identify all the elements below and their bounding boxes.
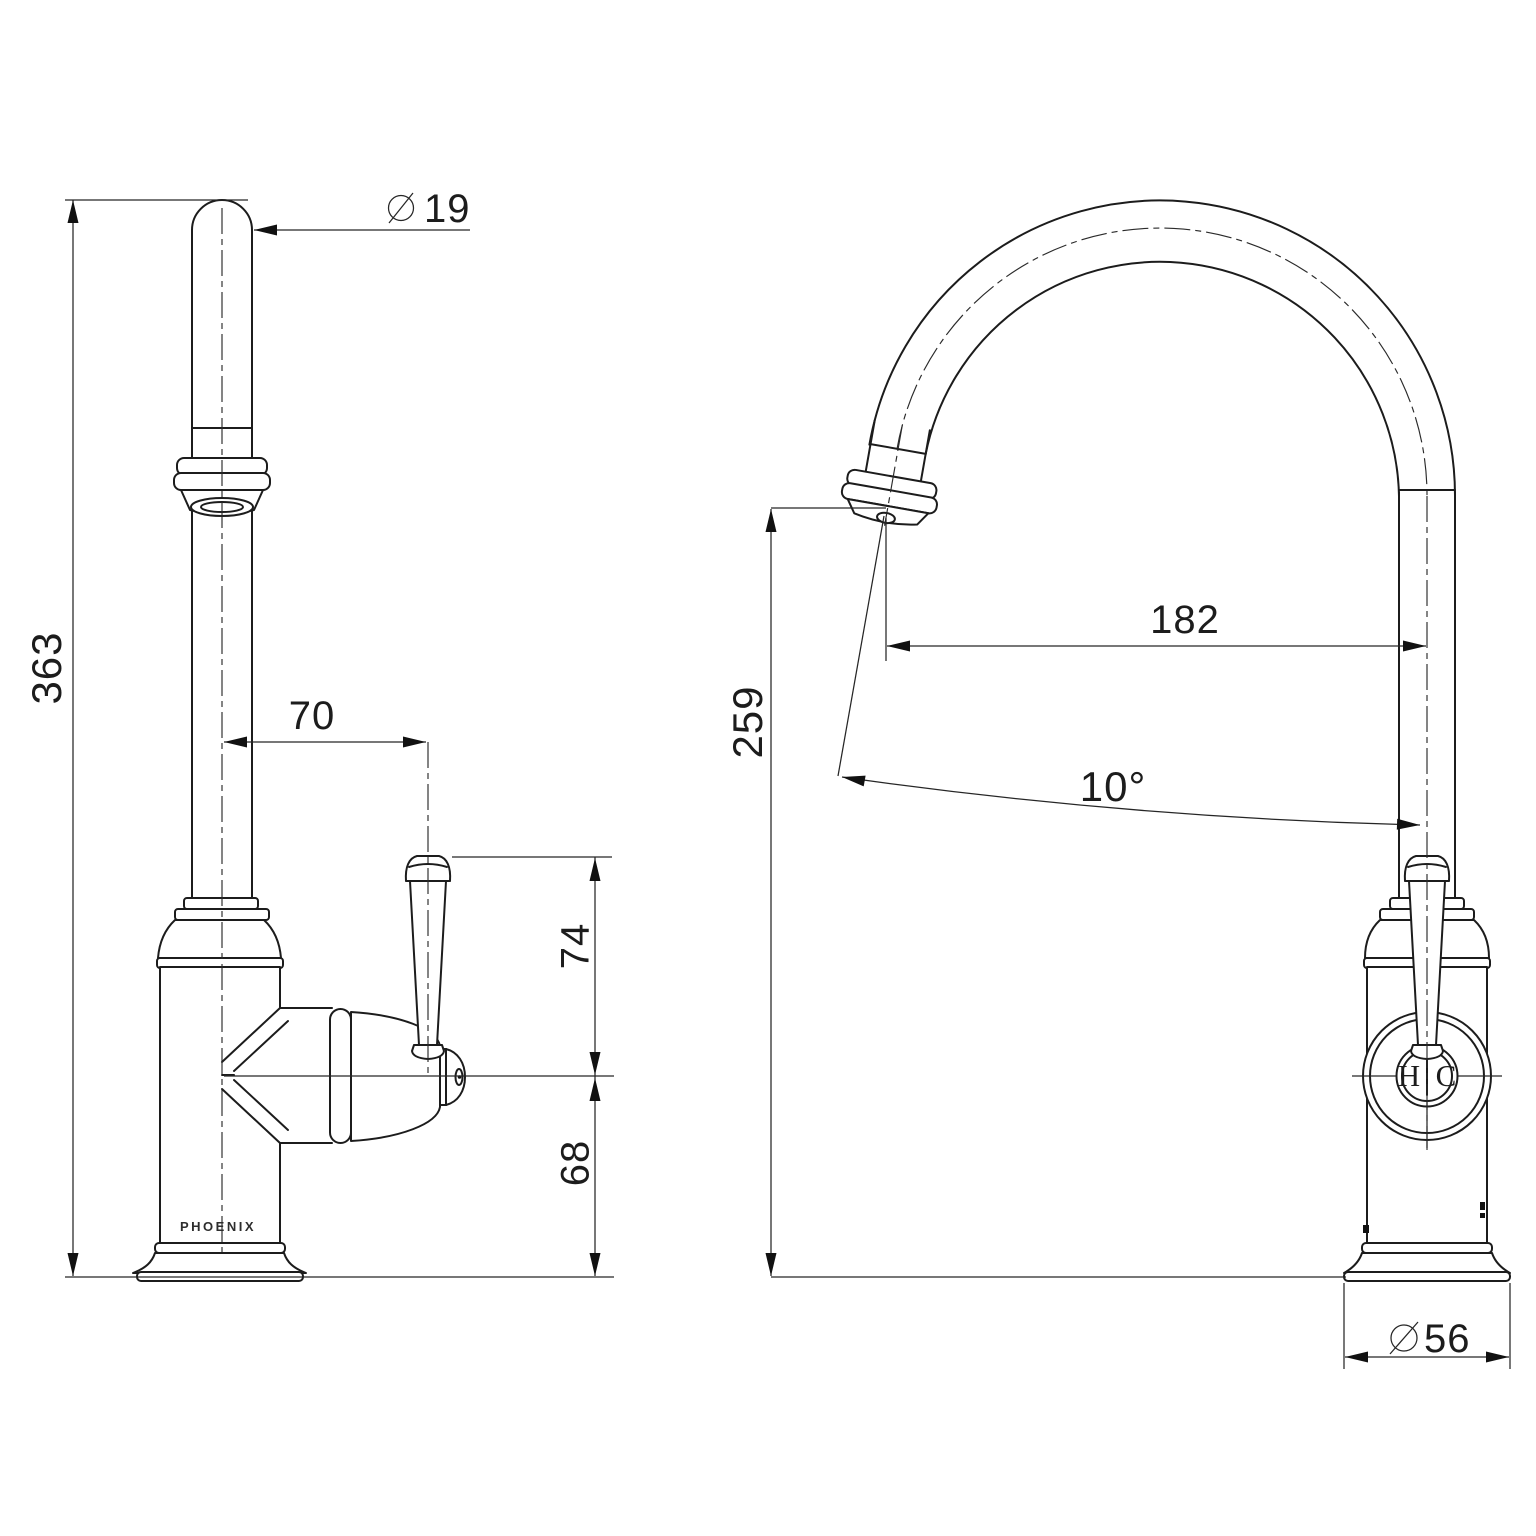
spout-tip-front — [840, 419, 938, 526]
spout-angle-label: 10° — [1080, 763, 1147, 810]
dim-handle-height: 74 — [224, 856, 614, 1276]
dim-spout-reach: 182 — [885, 518, 1426, 661]
dim-total-height: 363 — [23, 199, 248, 1276]
base-diameter-label: 56 — [1424, 1317, 1471, 1361]
badge-cold-label: C — [1436, 1058, 1457, 1093]
dim-base-diameter: 56 — [1343, 1283, 1511, 1369]
dim-spout-angle: 10° — [837, 515, 1421, 831]
handle-offset-label: 70 — [289, 694, 336, 738]
handle-height-label: 74 — [554, 923, 598, 970]
dim-handle-offset: 70 — [224, 694, 426, 748]
dim-outlet-height: 68 — [554, 1078, 601, 1276]
front-view: H C — [840, 199, 1511, 1282]
dim-spout-clearance: 259 — [724, 507, 886, 1276]
outlet-height-label: 68 — [554, 1140, 598, 1187]
spout-reach-label: 182 — [1150, 598, 1220, 642]
spout-diameter-label: 19 — [424, 187, 471, 231]
dim-spout-diameter: 19 — [254, 187, 471, 236]
badge-hot-label: H — [1398, 1058, 1420, 1093]
total-height-label: 363 — [23, 631, 70, 704]
brand-label: PHOENIX — [180, 1219, 256, 1234]
gooseneck-spout — [868, 199, 1457, 899]
spout-clearance-label: 259 — [724, 685, 771, 758]
diameter-symbol — [1389, 1321, 1419, 1355]
diameter-symbol — [387, 192, 415, 224]
